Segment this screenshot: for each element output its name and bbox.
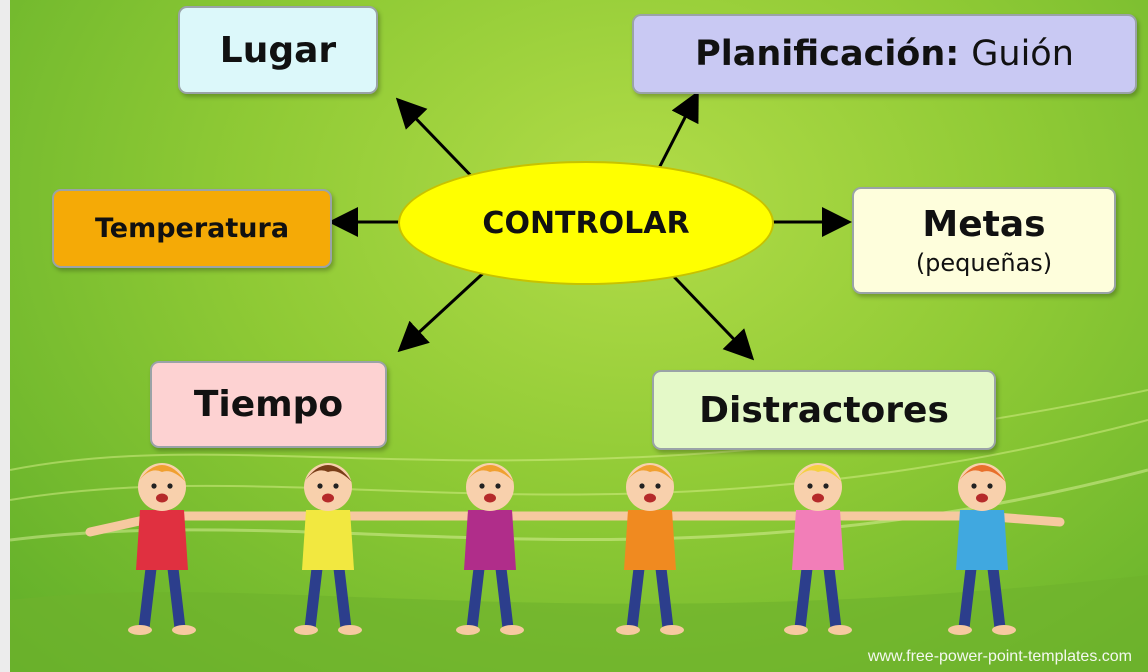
- eye: [333, 483, 339, 489]
- mouth: [156, 493, 168, 503]
- legs: [958, 554, 1006, 634]
- eye: [655, 483, 661, 489]
- eye: [639, 483, 645, 489]
- eye: [479, 483, 485, 489]
- node-metas-label: Metas: [922, 204, 1046, 245]
- hair: [466, 465, 514, 482]
- hair: [304, 465, 352, 482]
- legs: [304, 554, 352, 634]
- hair: [626, 465, 674, 482]
- child-red-shirt: [128, 463, 196, 635]
- child-orange-shirt: [616, 463, 684, 635]
- footer-url: www.free-power-point-templates.com: [867, 648, 1132, 665]
- node-metas-sublabel: (pequeñas): [915, 249, 1053, 277]
- center-node-label: CONTROLAR: [482, 205, 690, 241]
- holding-hands-arms: [85, 511, 1065, 537]
- node-metas: Metas (pequeñas): [852, 187, 1116, 294]
- foot: [660, 625, 684, 635]
- arrow-to-lugar: [395, 97, 480, 185]
- foot: [784, 625, 808, 635]
- node-distractores: Distractores: [652, 370, 996, 450]
- torso: [624, 510, 676, 570]
- foot: [992, 625, 1016, 635]
- head: [958, 463, 1006, 511]
- mouth: [322, 493, 334, 503]
- foot: [294, 625, 318, 635]
- node-planificacion-sublabel: Guión: [971, 34, 1074, 74]
- child-blue-shirt: [948, 463, 1016, 635]
- hair: [794, 465, 842, 482]
- torso: [302, 510, 354, 570]
- foot: [500, 625, 524, 635]
- ground-lower: [10, 575, 1148, 672]
- foot: [828, 625, 852, 635]
- node-planificacion: Planificación: Guión: [632, 14, 1137, 94]
- mouth: [976, 493, 988, 503]
- mouth: [484, 493, 496, 503]
- legs: [626, 554, 674, 634]
- eye: [167, 483, 173, 489]
- torso: [792, 510, 844, 570]
- arrow-to-planificacion: [654, 90, 699, 175]
- head: [138, 463, 186, 511]
- foot: [128, 625, 152, 635]
- head: [626, 463, 674, 511]
- legs: [794, 554, 842, 634]
- mouth: [812, 493, 824, 503]
- hair: [958, 465, 1006, 482]
- node-lugar: Lugar: [178, 6, 378, 94]
- node-lugar-label: Lugar: [219, 29, 337, 71]
- node-temperatura-label: Temperatura: [94, 213, 290, 244]
- eye: [495, 483, 501, 489]
- center-node: CONTROLAR: [398, 161, 774, 285]
- child-purple-dress: [456, 463, 524, 635]
- foot: [456, 625, 480, 635]
- legs: [138, 554, 186, 634]
- eye: [971, 483, 977, 489]
- slide: CONTROLAR Lugar Planificación: Guión Tem…: [10, 0, 1148, 672]
- node-tiempo: Tiempo: [150, 361, 387, 448]
- eye: [151, 483, 157, 489]
- torso: [956, 510, 1008, 570]
- node-temperatura: Temperatura: [52, 189, 332, 268]
- node-planificacion-label: Planificación:: [695, 34, 960, 74]
- children-illustration: [85, 463, 1065, 635]
- child-yellow-shirt: [294, 463, 362, 635]
- head: [794, 463, 842, 511]
- torso: [464, 510, 516, 570]
- head: [466, 463, 514, 511]
- eye: [987, 483, 993, 489]
- foot: [948, 625, 972, 635]
- legs: [466, 554, 514, 634]
- eye: [823, 483, 829, 489]
- child-pink-dress: [784, 463, 852, 635]
- eye: [807, 483, 813, 489]
- head: [304, 463, 352, 511]
- foot: [338, 625, 362, 635]
- foot: [616, 625, 640, 635]
- eye: [317, 483, 323, 489]
- node-tiempo-label: Tiempo: [193, 384, 344, 425]
- foot: [172, 625, 196, 635]
- mouth: [644, 493, 656, 503]
- node-distractores-label: Distractores: [699, 389, 949, 431]
- torso: [136, 510, 188, 570]
- hair: [138, 465, 186, 482]
